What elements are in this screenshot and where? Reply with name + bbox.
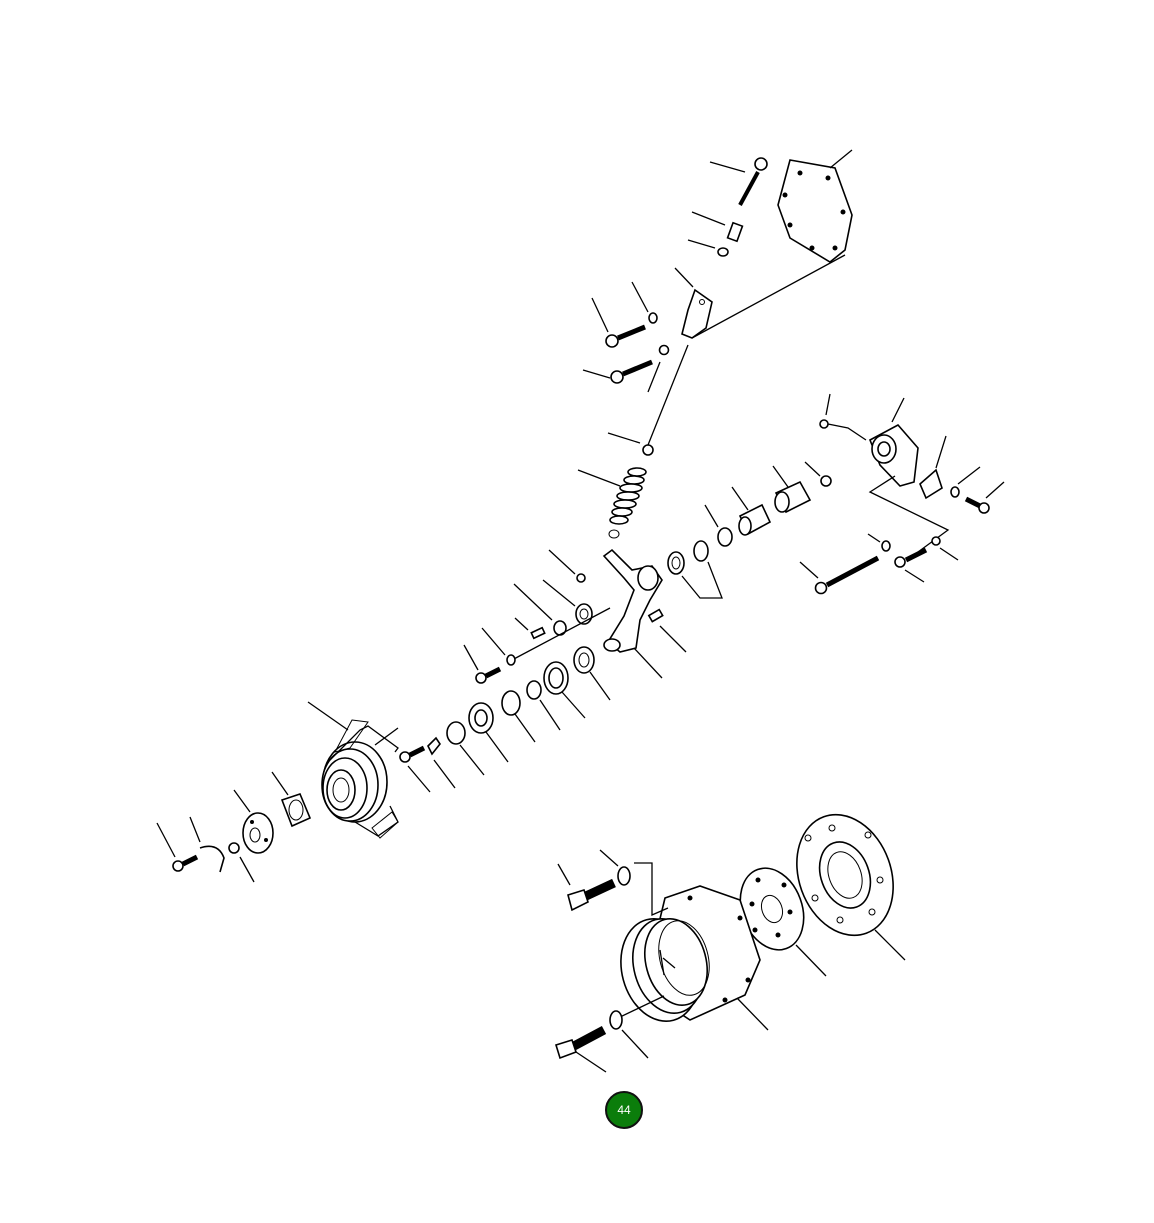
nut [548, 549, 586, 583]
clamp [427, 736, 456, 789]
page-number-badge[interactable]: 44 [605, 1091, 643, 1129]
nut [931, 536, 959, 561]
snap-ring [599, 849, 631, 886]
pulley [307, 701, 399, 837]
bearing [543, 661, 586, 719]
tension-arm [602, 548, 663, 679]
spring-rod [647, 344, 689, 446]
washer [867, 533, 891, 552]
bolt [591, 297, 646, 348]
washer [446, 721, 485, 776]
belt [334, 719, 399, 839]
sleeve [691, 211, 744, 243]
washer [704, 504, 733, 547]
snap-ring [609, 1010, 649, 1059]
washer [513, 583, 567, 636]
nut [228, 842, 255, 883]
bolt-long [799, 555, 880, 595]
bearing [573, 646, 611, 701]
hub [233, 789, 274, 854]
bolt [463, 644, 502, 684]
washer [950, 466, 981, 498]
washer [526, 680, 561, 731]
bolt [399, 745, 431, 793]
cover-gasket [777, 149, 853, 263]
nut [804, 461, 832, 487]
bolt [557, 863, 616, 912]
bolt [156, 822, 199, 872]
bearing [468, 702, 509, 763]
leader-line [691, 254, 846, 339]
bracket [674, 267, 713, 339]
bolt [964, 481, 1005, 514]
bolt-path [634, 862, 669, 916]
clip [919, 435, 947, 500]
bushing [667, 540, 723, 599]
snap-ring [501, 690, 536, 743]
clutch-drum [620, 885, 769, 1031]
bolt [819, 393, 867, 441]
bushing [772, 465, 812, 514]
bushing [731, 486, 772, 536]
bolt [894, 547, 928, 583]
roll-pin [647, 608, 687, 653]
bearing [542, 579, 593, 625]
bolt-long [709, 157, 768, 206]
gasket [271, 771, 312, 828]
bolt [582, 359, 653, 384]
spring [577, 467, 647, 539]
shaft-axis [511, 607, 611, 661]
clamp [189, 816, 225, 873]
adapter-plate [796, 813, 906, 961]
nut [647, 344, 670, 393]
bolt [555, 1026, 607, 1073]
washer [687, 239, 729, 257]
nut [607, 432, 654, 456]
washer [631, 281, 658, 324]
bracket [868, 397, 919, 487]
key [514, 617, 546, 640]
bolt-axis [617, 995, 665, 1019]
washer [481, 627, 516, 666]
flange [739, 867, 827, 977]
